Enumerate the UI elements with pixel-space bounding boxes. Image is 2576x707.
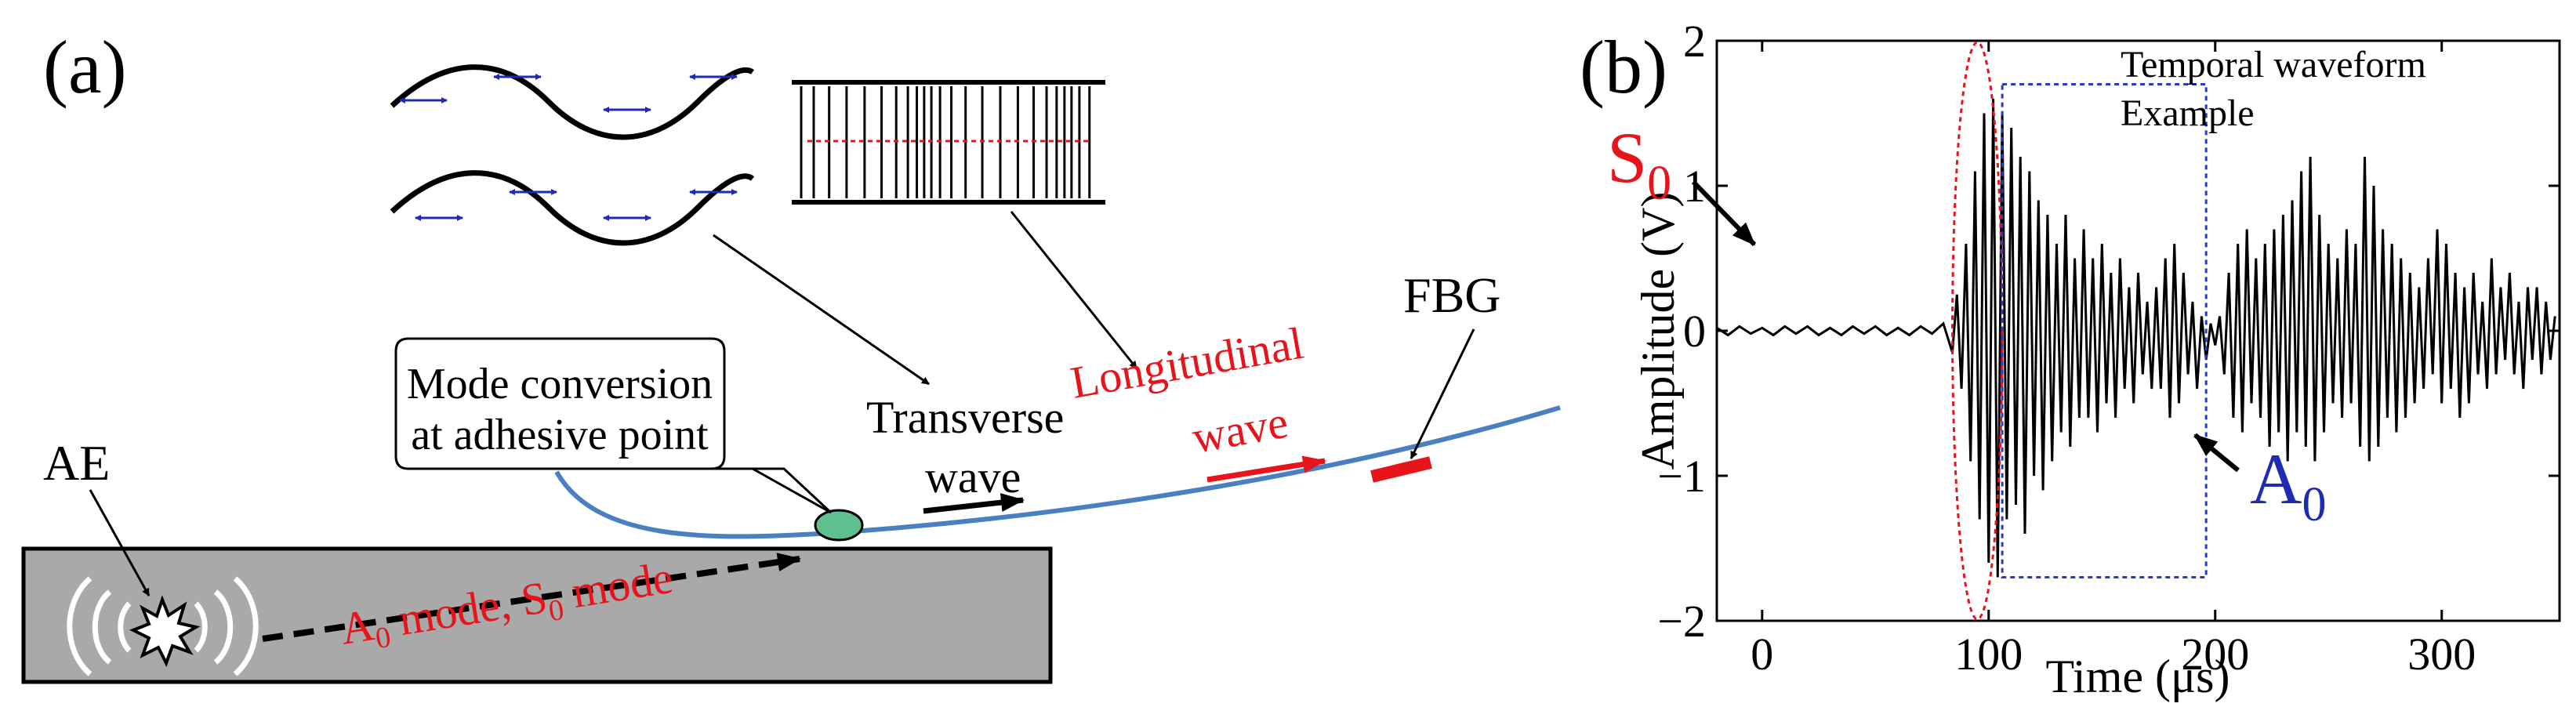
legend-line1: Temporal waveform [2121, 44, 2426, 85]
x-tick-label: 100 [1954, 629, 2023, 680]
fbg-sensor [1370, 456, 1432, 483]
y-tick-label: 0 [1683, 306, 1706, 357]
transverse-wave-sketch [390, 64, 755, 246]
a0-box [2001, 83, 2208, 578]
y-tick-label: −2 [1657, 596, 1706, 647]
longitudinal-label-line1: Longitudinal [1067, 317, 1307, 408]
optical-fiber [554, 405, 1561, 539]
plate [21, 546, 1053, 684]
fbg-pointer [1410, 328, 1475, 459]
y-axis-label: Amplitude (V) [1632, 192, 1684, 470]
ae-pointer [89, 489, 151, 596]
panel-a: (a) [21, 25, 1561, 684]
transverse-label-line2: wave [925, 451, 1021, 502]
x-tick-label: 0 [1751, 629, 1773, 680]
transverse-direction-arrow [923, 493, 1025, 514]
callout-line1: Mode conversion [407, 360, 713, 408]
panel-b-label: (b) [1580, 25, 1667, 109]
x-tick-label: 300 [2407, 629, 2476, 680]
x-tick-label: 200 [2181, 629, 2249, 680]
transverse-wave-upper [390, 64, 755, 140]
panel-a-label: (a) [43, 25, 127, 109]
longitudinal-label-line2: wave [1188, 397, 1292, 463]
y-tick-label: 2 [1683, 16, 1706, 67]
x-axis: 0 100 200 300 [1751, 41, 2476, 680]
particle-motion-arrows [399, 74, 738, 221]
transverse-wave-lower [390, 170, 755, 246]
s0-pointer [1691, 179, 1757, 247]
a0-label: A0 [2250, 439, 2326, 531]
burst-icon [129, 595, 201, 668]
pointer-longitudinal [1010, 211, 1138, 369]
longitudinal-direction-arrow [1206, 455, 1326, 483]
mode-conversion-callout: Mode conversion at adhesive point [394, 337, 833, 514]
a0-pointer [2193, 433, 2240, 473]
fbg-label: FBG [1403, 267, 1501, 323]
s0-label: S0 [1607, 118, 1671, 210]
transverse-label-line1: Transverse [866, 392, 1064, 443]
legend-line2: Example [2121, 92, 2255, 134]
longitudinal-wave-sketch [792, 80, 1105, 205]
waveform-line [1717, 98, 2556, 578]
y-tick-label: −1 [1657, 451, 1706, 502]
callout-line2: at adhesive point [411, 411, 709, 459]
ae-label: AE [43, 435, 110, 491]
ae-source [67, 576, 259, 676]
propagation-arrow [262, 553, 801, 642]
adhesive-point [814, 509, 864, 542]
x-axis-label: Time (μs) [2046, 651, 2230, 702]
y-axis: −2−1012 [1657, 16, 2560, 647]
pointer-transverse [713, 234, 930, 386]
